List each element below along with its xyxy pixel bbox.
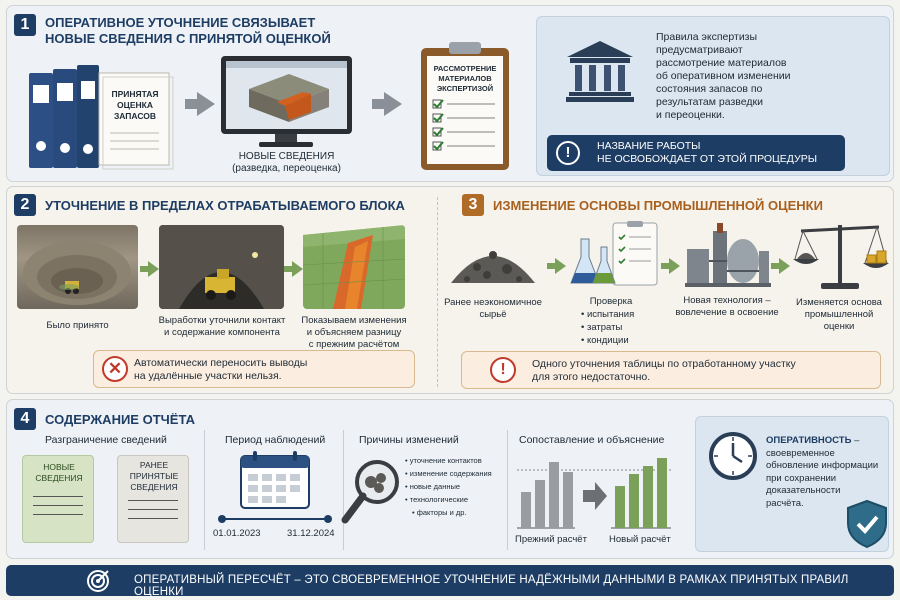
balance-scale-icon (793, 225, 889, 289)
step-caption: Было принято (46, 320, 109, 331)
promptness-box: ОПЕРАТИВНОСТЬ – своевременное обновление… (695, 416, 889, 552)
column-divider (343, 430, 344, 550)
section-number: 2 (14, 194, 36, 216)
open-pit-illustration (23, 241, 131, 305)
column-divider (507, 430, 508, 550)
warning-box: ✕ Автоматически переносить выводы на уда… (93, 350, 415, 388)
rules-box: Правила экспертизы предусматривают рассм… (536, 16, 890, 176)
section-title: СОДЕРЖАНИЕ ОТЧЁТА (45, 412, 195, 427)
binder-label: ПРИНЯТАЯ ОЦЕНКА ЗАПАСОВ (111, 89, 159, 121)
card-lines (33, 496, 83, 515)
column-title: Причины изменений (359, 434, 459, 446)
warning-text: Автоматически переносить выводы на удалё… (134, 357, 308, 382)
step-caption: Ранее неэкономичное сырьё (444, 297, 542, 320)
monitor-illustration (219, 54, 354, 149)
check-items-list: испытания затраты кондиции (581, 308, 649, 347)
clipboard-icon (421, 42, 509, 170)
block-model-illustration (303, 225, 405, 309)
clock-icon (709, 432, 757, 480)
comparison-chart (517, 458, 671, 529)
section-2-3-panel: 2 УТОЧНЕНИЕ В ПРЕДЕЛАХ ОТРАБАТЫВАЕМОГО Б… (6, 186, 894, 394)
warning-text: Одного уточнения таблицы по отработанном… (532, 358, 796, 383)
notice-banner: ! НАЗВАНИЕ РАБОТЫ НЕ ОСВОБОЖДАЕТ ОТ ЭТОЙ… (547, 135, 845, 171)
rules-text: Правила экспертизы предусматривают рассм… (656, 31, 791, 121)
block-model-image (303, 225, 405, 309)
courthouse-icon (566, 41, 634, 102)
chart-before-label: Прежний расчёт (515, 534, 587, 545)
section-title: ИЗМЕНЕНИЕ ОСНОВЫ ПРОМЫШЛЕННОЙ ОЦЕНКИ (493, 198, 823, 213)
flow-arrow (661, 258, 680, 274)
step-caption: Выработки уточнили контакт и содержание … (158, 315, 286, 338)
binders-illustration: ПРИНЯТАЯ ОЦЕНКА ЗАПАСОВ (25, 61, 175, 171)
section-number: 3 (462, 194, 484, 216)
section-divider (437, 197, 438, 387)
timeline-bar (218, 515, 332, 523)
exclamation-icon: ! (556, 141, 580, 165)
card-lines (128, 500, 178, 519)
ore-pile-icon (451, 251, 535, 283)
flow-arrow (284, 261, 303, 277)
prohibited-icon: ✕ (102, 356, 128, 382)
step-caption: Показываем изменения и объясняем разницу… (301, 315, 407, 350)
binders-icon (29, 65, 174, 170)
promptness-text: ОПЕРАТИВНОСТЬ – своевременное обновление… (766, 435, 879, 509)
section-number: 4 (14, 408, 36, 430)
card-title: НОВЫЕ СВЕДЕНИЯ (35, 462, 83, 483)
column-divider (204, 430, 205, 550)
step-caption: Изменяется основа промышленной оценки (796, 297, 882, 332)
footer-banner: ОПЕРАТИВНЫЙ ПЕРЕСЧЁТ – ЭТО СВОЕВРЕМЕННОЕ… (6, 565, 894, 598)
notice-text: НАЗВАНИЕ РАБОТЫ НЕ ОСВОБОЖДАЕТ ОТ ЭТОЙ П… (597, 140, 818, 165)
section-title: УТОЧНЕНИЕ В ПРЕДЕЛАХ ОТРАБАТЫВАЕМОГО БЛО… (45, 198, 405, 213)
chart-after-label: Новый расчёт (609, 534, 671, 545)
flow-arrow (771, 258, 790, 274)
column-title: Период наблюдений (225, 434, 326, 446)
section-1-panel: 1 ОПЕРАТИВНОЕ УТОЧНЕНИЕ СВЯЗЫВАЕТ НОВЫЕ … (6, 5, 894, 182)
shield-check-icon (847, 499, 887, 549)
flow-arrow (140, 261, 159, 277)
step-caption: Новая технология – вовлечение в освоение (675, 295, 779, 318)
new-info-card: НОВЫЕ СВЕДЕНИЯ (22, 455, 94, 543)
period-end-date: 31.12.2024 (287, 528, 335, 539)
card-title: РАНЕЕ ПРИНЯТЫЕ СВЕДЕНИЯ (129, 460, 179, 492)
column-title: Разграничение сведений (45, 434, 167, 446)
monitor-caption: НОВЫЕ СВЕДЕНИЯ (разведка, переоценка) (232, 151, 341, 174)
lab-glassware-icon (570, 221, 658, 286)
warning-box: ! Одного уточнения таблицы по отработанн… (461, 351, 881, 389)
period-start-date: 01.01.2023 (213, 528, 261, 539)
footer-text: ОПЕРАТИВНЫЙ ПЕРЕСЧЁТ – ЭТО СВОЕВРЕМЕННОЕ… (134, 574, 849, 598)
section-4-panel: 4 СОДЕРЖАНИЕ ОТЧЁТА Разграничение сведен… (6, 399, 894, 559)
processing-plant-icon (685, 223, 771, 287)
open-pit-image (17, 225, 138, 309)
reasons-list: уточнение контактов изменение содержания… (405, 454, 492, 519)
target-icon (87, 570, 109, 592)
section-number: 1 (14, 14, 36, 36)
section-title: ОПЕРАТИВНОЕ УТОЧНЕНИЕ СВЯЗЫВАЕТ НОВЫЕ СВ… (45, 15, 331, 46)
flow-arrow (547, 258, 566, 274)
old-info-card: РАНЕЕ ПРИНЯТЫЕ СВЕДЕНИЯ (117, 455, 189, 543)
clipboard-label: РАССМОТРЕНИЕ МАТЕРИАЛОВ ЭКСПЕРТИЗОЙ (433, 64, 497, 93)
calendar-icon (240, 451, 310, 509)
clipboard-illustration: РАССМОТРЕНИЕ МАТЕРИАЛОВ ЭКСПЕРТИЗОЙ (419, 42, 511, 172)
underground-image (159, 225, 284, 309)
underground-illustration (159, 225, 284, 309)
flow-arrow (372, 92, 402, 116)
column-title: Сопоставление и объяснение (519, 434, 665, 446)
monitor-icon (221, 56, 352, 147)
exclamation-icon: ! (490, 357, 516, 383)
magnifier-icon (341, 460, 399, 524)
flow-arrow (185, 92, 215, 116)
check-step: Проверка испытания затраты кондиции (573, 295, 649, 347)
